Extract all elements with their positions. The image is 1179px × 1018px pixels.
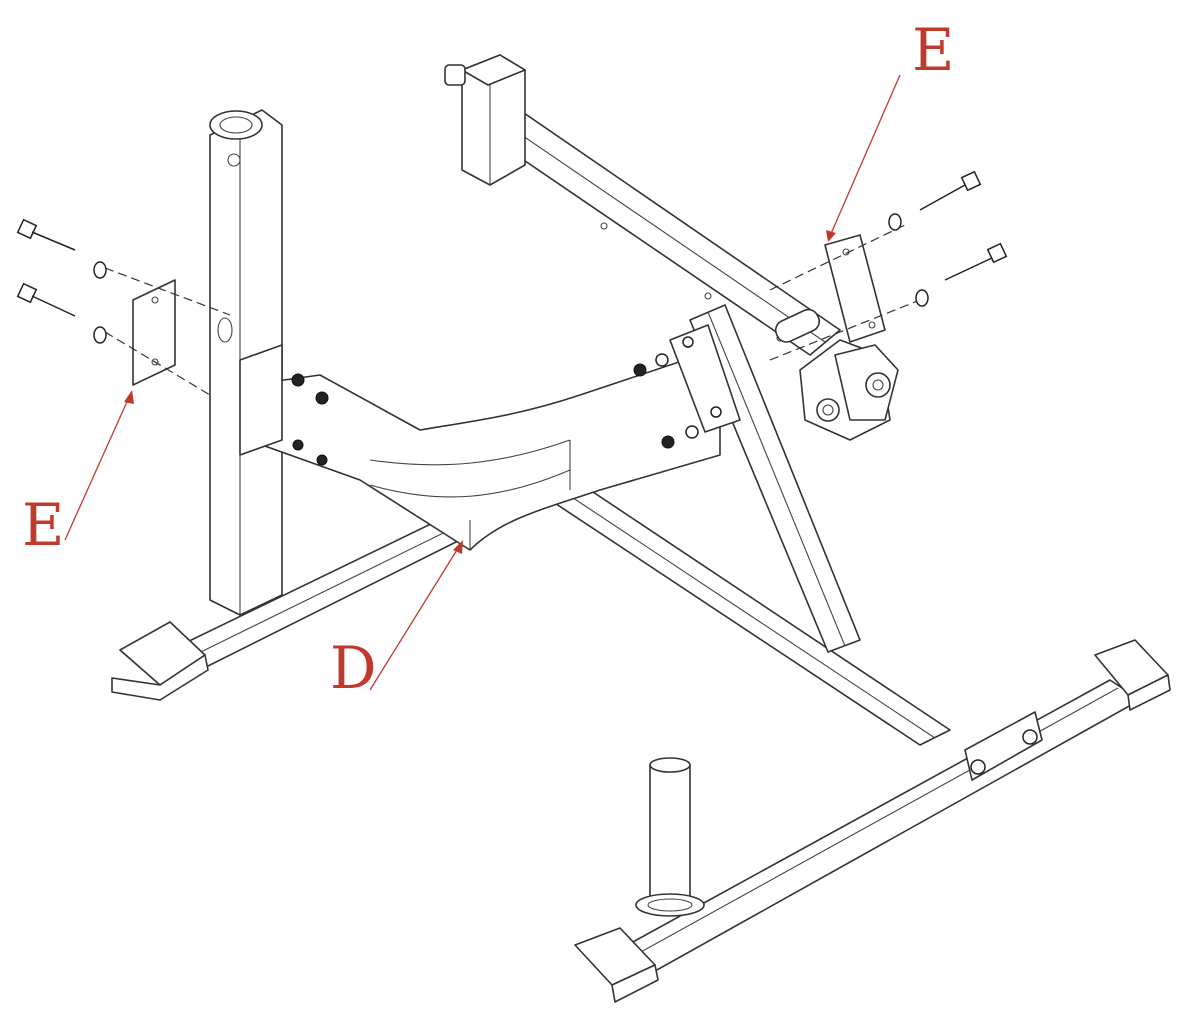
plate-storage-post [635, 757, 705, 917]
center-spine-tube [519, 304, 951, 746]
part-e-right-plate [769, 170, 1008, 361]
callout-e-top-right: E [912, 16, 954, 84]
left-base-tube [111, 504, 491, 701]
part-d-curved-frame [239, 324, 741, 551]
callout-e-left: E [22, 491, 64, 559]
rear-crossbar [444, 54, 899, 441]
callout-leaders [64, 74, 901, 691]
part-e-left-plate [16, 218, 231, 396]
front-base-tube [574, 639, 1171, 1003]
callout-d: D [330, 634, 377, 702]
